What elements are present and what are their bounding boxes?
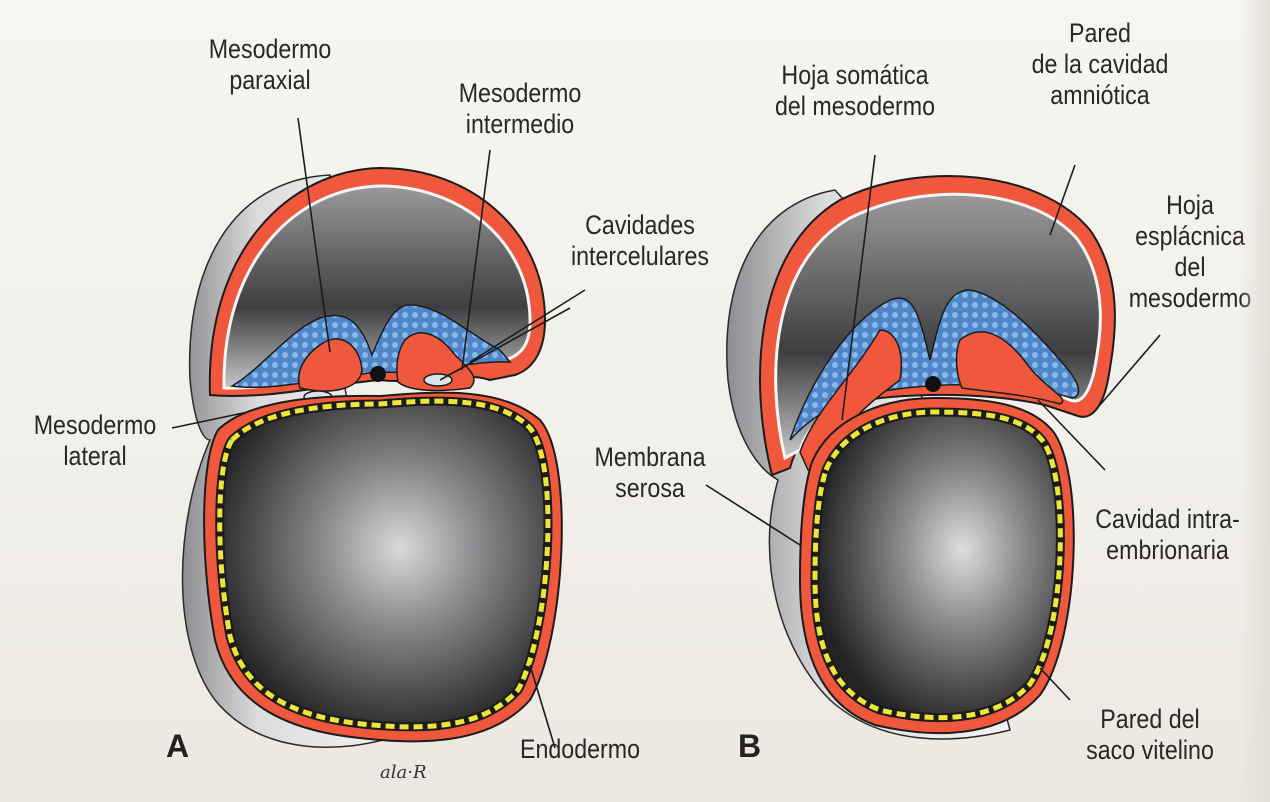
label-line: serosa <box>577 473 723 504</box>
label-line: saco vitelino <box>1064 735 1236 766</box>
embryo-a <box>172 118 585 748</box>
label-line: Hoja <box>1117 190 1263 221</box>
label-line: intercelulares <box>554 241 726 272</box>
label-line: intermedio <box>434 109 606 140</box>
label-line: Mesodermo <box>193 34 348 65</box>
label-line: mesodermo <box>1117 283 1263 314</box>
label-membrana-serosa: Membrana serosa <box>577 442 723 504</box>
label-line: embrionaria <box>1084 535 1252 566</box>
label-line: Cavidades <box>554 210 726 241</box>
label-cavidad-intraembrionaria: Cavidad intra- embrionaria <box>1084 504 1252 566</box>
label-line: Mesodermo <box>22 410 168 441</box>
label-line: de la cavidad <box>1014 49 1186 80</box>
label-line: Cavidad intra- <box>1084 504 1252 535</box>
label-line: amniótica <box>1014 80 1186 111</box>
panel-label-b: B <box>738 728 761 765</box>
label-endodermo: Endodermo <box>498 734 661 765</box>
panel-label-a: A <box>166 728 189 765</box>
label-line: Mesodermo <box>434 78 606 109</box>
label-hoja-esplacnica: Hoja esplácnica del mesodermo <box>1117 190 1263 314</box>
label-mesodermo-intermedio: Mesodermo intermedio <box>434 78 606 140</box>
label-line: Pared del <box>1064 704 1236 735</box>
label-line: del mesodermo <box>760 91 949 122</box>
artist-signature: ala·R <box>380 762 427 783</box>
label-line: esplácnica <box>1117 221 1263 252</box>
label-cavidades-intercelulares: Cavidades intercelulares <box>554 210 726 272</box>
label-line: paraxial <box>193 65 348 96</box>
label-line: lateral <box>22 441 168 472</box>
label-mesodermo-paraxial: Mesodermo paraxial <box>193 34 348 96</box>
label-mesodermo-lateral: Mesodermo lateral <box>22 410 168 472</box>
label-pared-cavidad-amniotica: Pared de la cavidad amniótica <box>1014 18 1186 111</box>
label-line: Membrana <box>577 442 723 473</box>
label-hoja-somatica: Hoja somática del mesodermo <box>760 60 949 122</box>
label-pared-saco-vitelino: Pared del saco vitelino <box>1064 704 1236 766</box>
label-line: Hoja somática <box>760 60 949 91</box>
label-line: Pared <box>1014 18 1186 49</box>
embryo-b <box>706 155 1160 739</box>
label-line: del <box>1117 252 1263 283</box>
